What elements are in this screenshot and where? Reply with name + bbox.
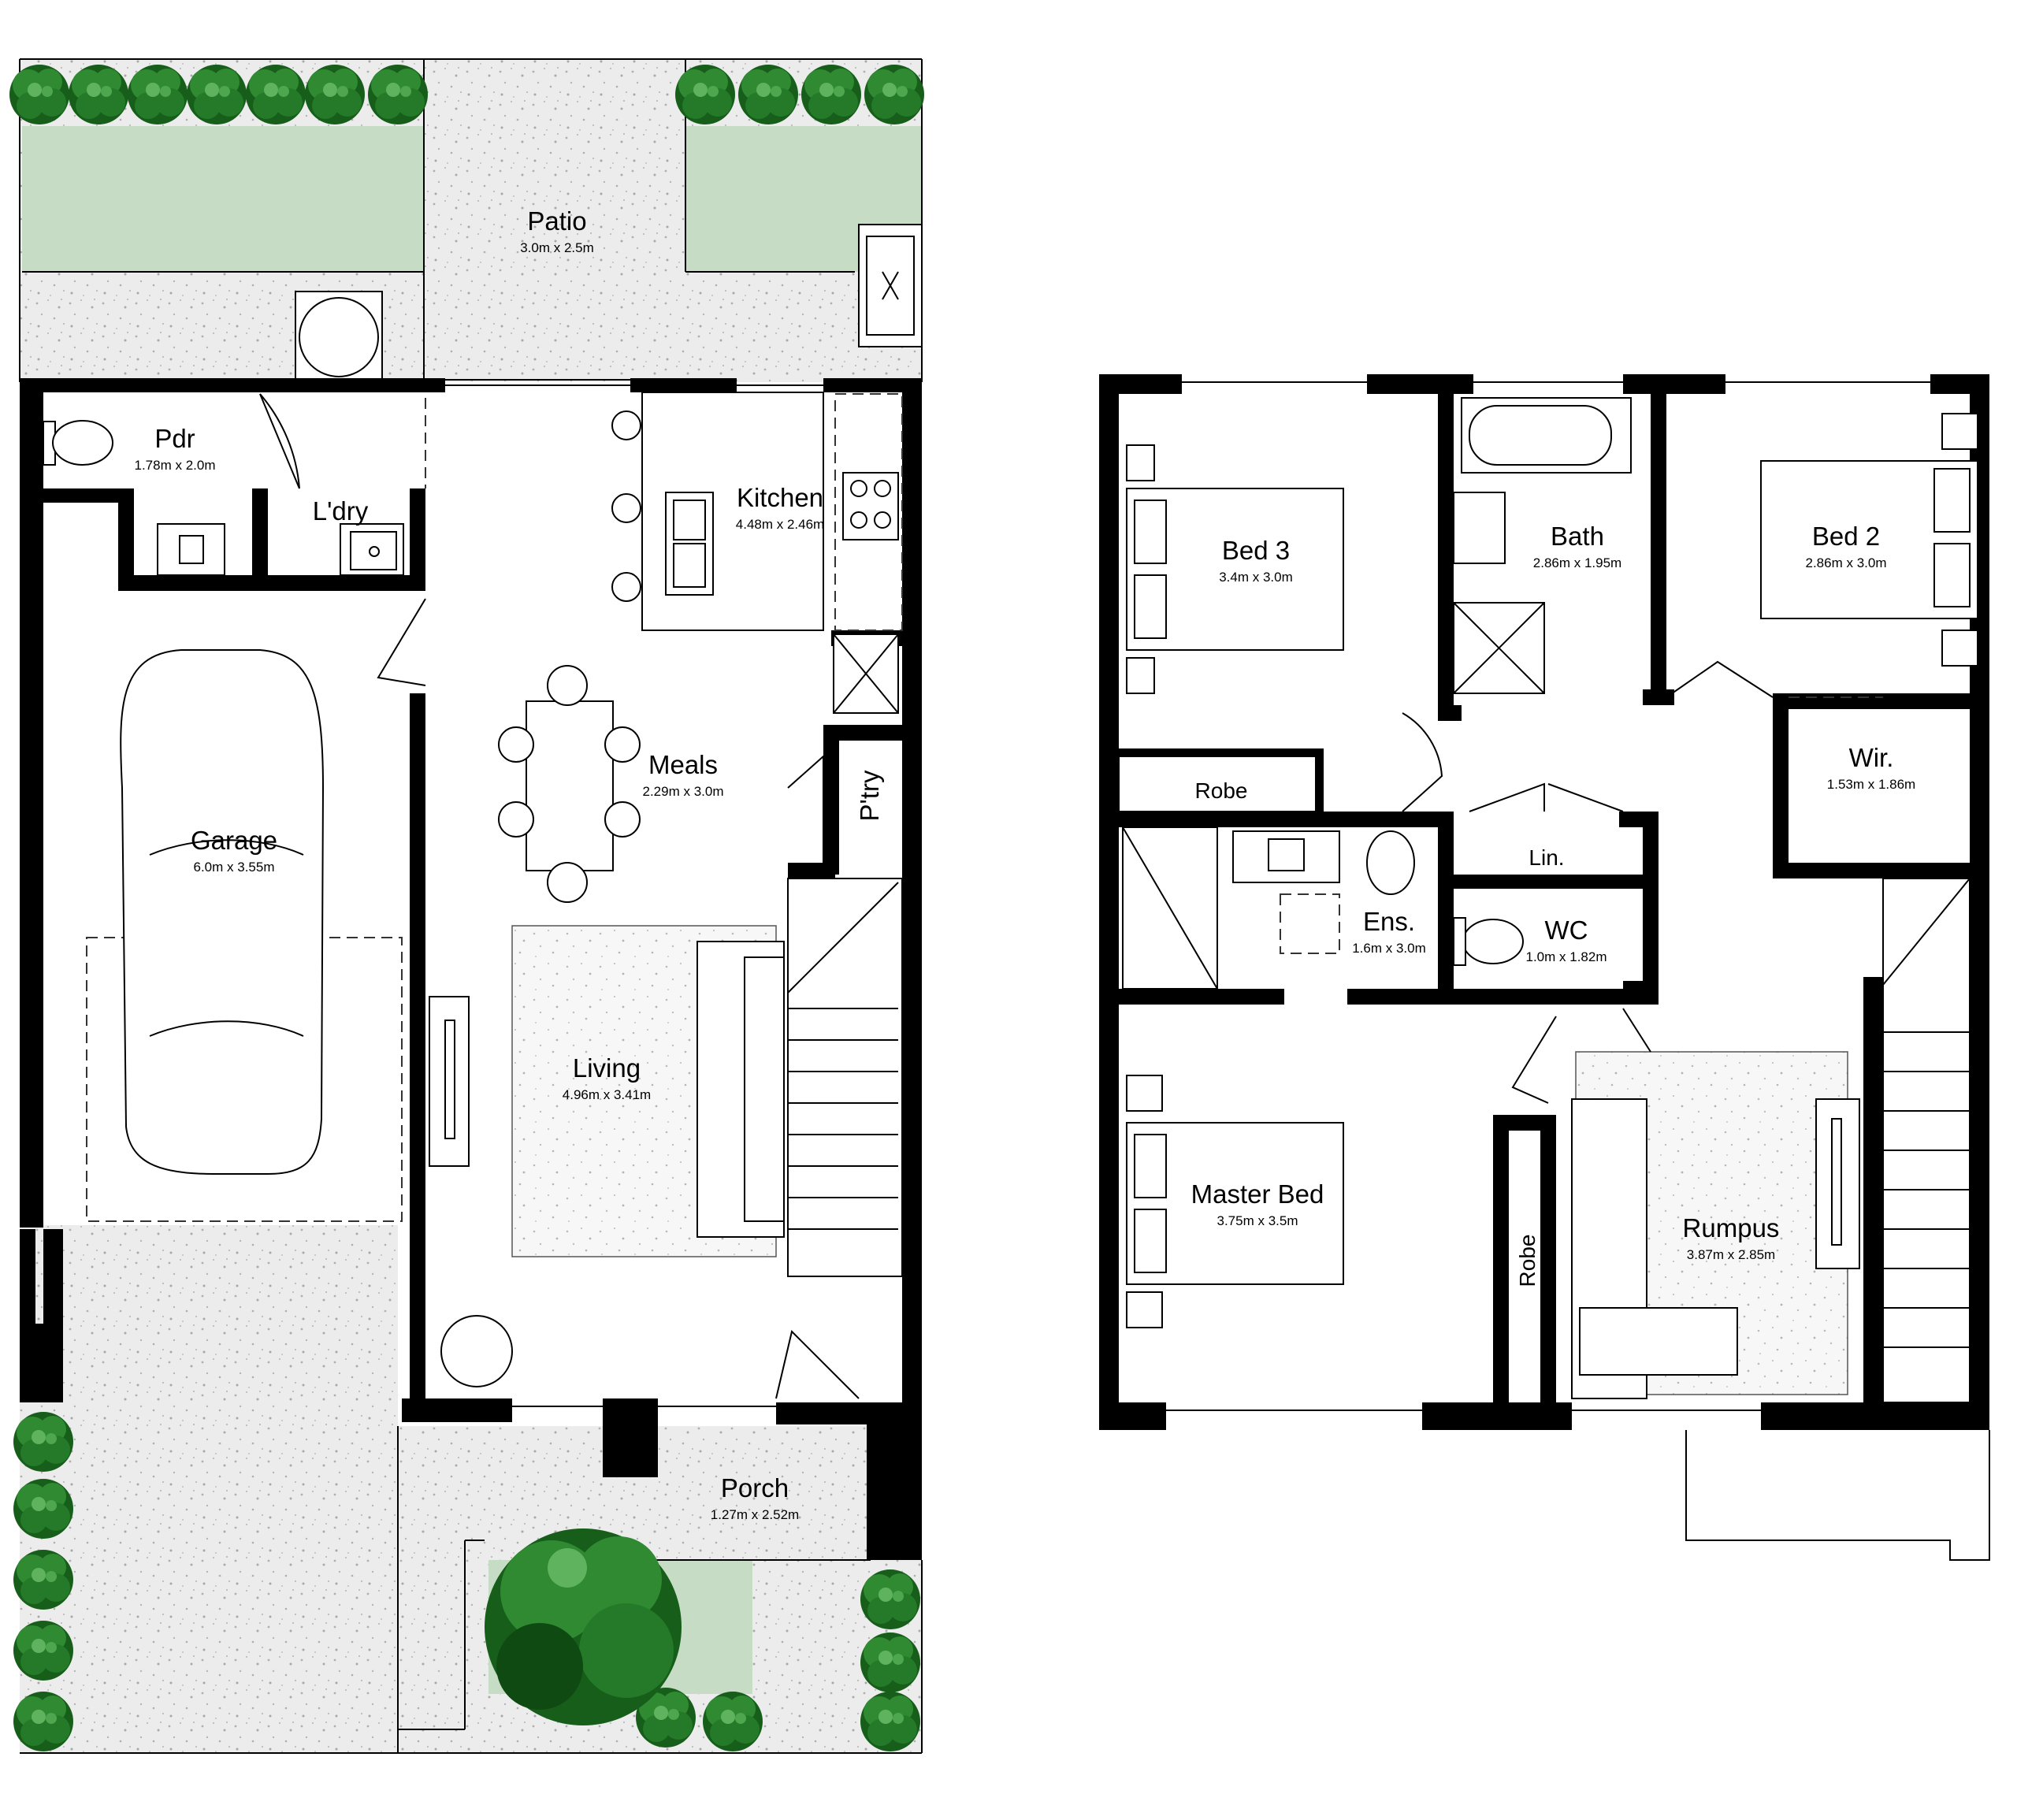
stairs-ground (787, 878, 903, 1277)
rumpus-tv (1815, 1098, 1860, 1269)
first-labels: Bed 3 3.4m x 3.0m Bath 2.86m x 1.95m Bed… (1191, 522, 1916, 1287)
room-dims-master: 3.75m x 3.5m (1217, 1213, 1298, 1228)
water-tank (295, 291, 383, 383)
room-name-wc: WC (1545, 916, 1588, 945)
room-name-master: Master Bed (1191, 1179, 1324, 1209)
room-name-robe-bed3: Robe (1195, 778, 1248, 803)
room-name-ensuite: Ens. (1363, 907, 1415, 936)
room-dims-pdr: 1.78m x 2.0m (135, 458, 216, 473)
room-name-meals: Meals (648, 750, 718, 779)
room-name-bed3: Bed 3 (1222, 536, 1290, 565)
tv-unit (429, 996, 470, 1167)
stairs-first (1882, 878, 1971, 1403)
toilet (52, 420, 113, 466)
room-name-pantry: P'try (855, 770, 884, 821)
room-name-pdr: Pdr (154, 424, 195, 453)
sofa (696, 941, 785, 1238)
room-dims-garage: 6.0m x 3.55m (194, 860, 275, 875)
robe-bed3 (1118, 756, 1317, 812)
room-name-living: Living (573, 1053, 641, 1083)
cooktop (842, 472, 899, 540)
ground-walls (20, 378, 922, 1560)
room-name-garage: Garage (191, 826, 277, 855)
ground-labels: Patio 3.0m x 2.5m Pdr 1.78m x 2.0m L'dry… (135, 206, 885, 1522)
room-dims-rumpus: 3.87m x 2.85m (1687, 1247, 1775, 1262)
room-name-wir: Wir. (1849, 743, 1894, 772)
room-name-kitchen: Kitchen (737, 483, 823, 512)
room-name-laundry: L'dry (313, 496, 369, 526)
car (120, 649, 325, 1175)
room-name-porch: Porch (721, 1473, 789, 1502)
room-dims-bed3: 3.4m x 3.0m (1219, 570, 1293, 585)
first-fixtures (1118, 381, 1990, 1561)
dining-table (526, 700, 614, 871)
room-dims-bath: 2.86m x 1.95m (1533, 555, 1621, 570)
feature-tree (485, 1528, 682, 1725)
room-dims-porch: 1.27m x 2.52m (711, 1507, 799, 1522)
room-dims-meals: 2.29m x 3.0m (643, 784, 724, 799)
ens-toilet (1366, 830, 1415, 895)
room-name-bath: Bath (1551, 522, 1604, 551)
room-name-bed2: Bed 2 (1812, 522, 1880, 551)
room-dims-bed2: 2.86m x 3.0m (1806, 555, 1887, 570)
wc-toilet (1462, 919, 1524, 964)
armchair (440, 1315, 513, 1387)
bed-3 (1126, 488, 1344, 651)
ground-fixtures (43, 379, 903, 1407)
shrubs (9, 65, 924, 1751)
bed-2 (1760, 460, 1978, 619)
room-name-patio: Patio (527, 206, 586, 236)
room-dims-living: 4.96m x 3.41m (563, 1087, 651, 1102)
room-name-linen: Lin. (1529, 845, 1564, 870)
room-dims-patio: 3.0m x 2.5m (520, 240, 594, 255)
lawn-left (22, 126, 424, 272)
room-dims-ensuite: 1.6m x 3.0m (1352, 941, 1426, 956)
room-dims-kitchen: 4.48m x 2.46m (736, 517, 824, 532)
room-dims-wc: 1.0m x 1.82m (1526, 949, 1607, 964)
room-name-rumpus: Rumpus (1683, 1213, 1780, 1242)
room-name-robe-master: Robe (1515, 1235, 1540, 1287)
room-dims-wir: 1.53m x 1.86m (1827, 777, 1915, 792)
master-bed (1126, 1122, 1344, 1285)
bathtub (1461, 397, 1632, 474)
